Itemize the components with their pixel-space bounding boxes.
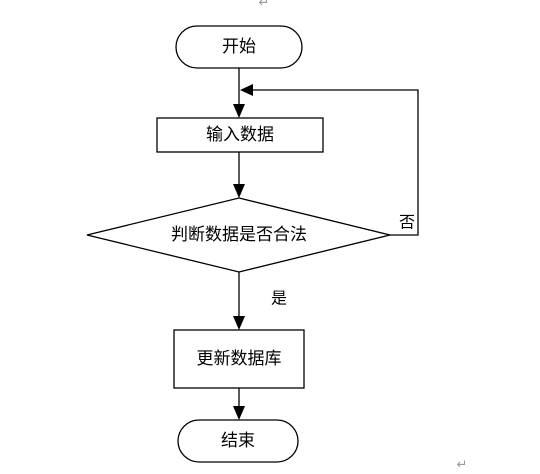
input-label: 输入数据 — [206, 125, 274, 145]
arrow-update-to-end — [233, 388, 245, 420]
paragraph-mark-top: ↵ — [259, 0, 270, 11]
no-label: 否 — [399, 213, 415, 232]
start-node: 开始 — [175, 25, 303, 69]
arrow-input-to-decision — [233, 152, 245, 198]
yes-label: 是 — [271, 289, 287, 308]
arrow-decision-to-update — [233, 272, 245, 330]
arrow-start-to-input — [233, 68, 245, 118]
decision-node: 判断数据是否合法 — [86, 197, 391, 273]
end-node: 结束 — [177, 419, 299, 463]
update-label: 更新数据库 — [197, 349, 282, 369]
paragraph-mark-bottom: ↵ — [457, 458, 468, 473]
end-label: 结束 — [221, 431, 255, 451]
decision-label: 判断数据是否合法 — [171, 225, 307, 245]
start-label: 开始 — [222, 37, 256, 57]
update-node: 更新数据库 — [173, 329, 305, 389]
loop-no-branch — [240, 84, 419, 236]
input-node: 输入数据 — [156, 117, 324, 153]
